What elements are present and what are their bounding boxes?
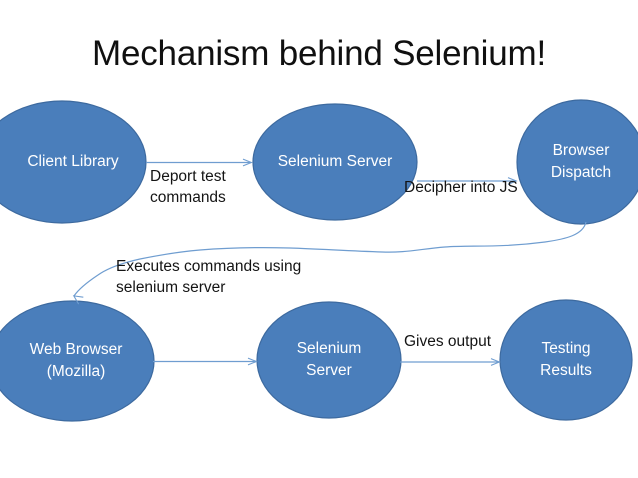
node-testing-results[interactable]	[499, 299, 633, 421]
node-selenium-server-top[interactable]	[252, 103, 418, 221]
edge-label-decipher-into-js: Decipher into JS	[404, 179, 518, 196]
node-client-library[interactable]	[0, 100, 147, 224]
page-title: Mechanism behind Selenium!	[92, 34, 546, 73]
edge-label-gives-output: Gives output	[404, 333, 492, 350]
node-browser-dispatch[interactable]	[516, 99, 638, 225]
edge-label-executes-commands: Executes commands using selenium server	[116, 258, 302, 296]
arrow-executes-commands	[72, 221, 587, 305]
node-web-browser[interactable]	[0, 300, 155, 422]
edge-label-deport-test-commands: Deport test commands	[150, 168, 226, 206]
node-selenium-server-bottom[interactable]	[256, 301, 402, 419]
